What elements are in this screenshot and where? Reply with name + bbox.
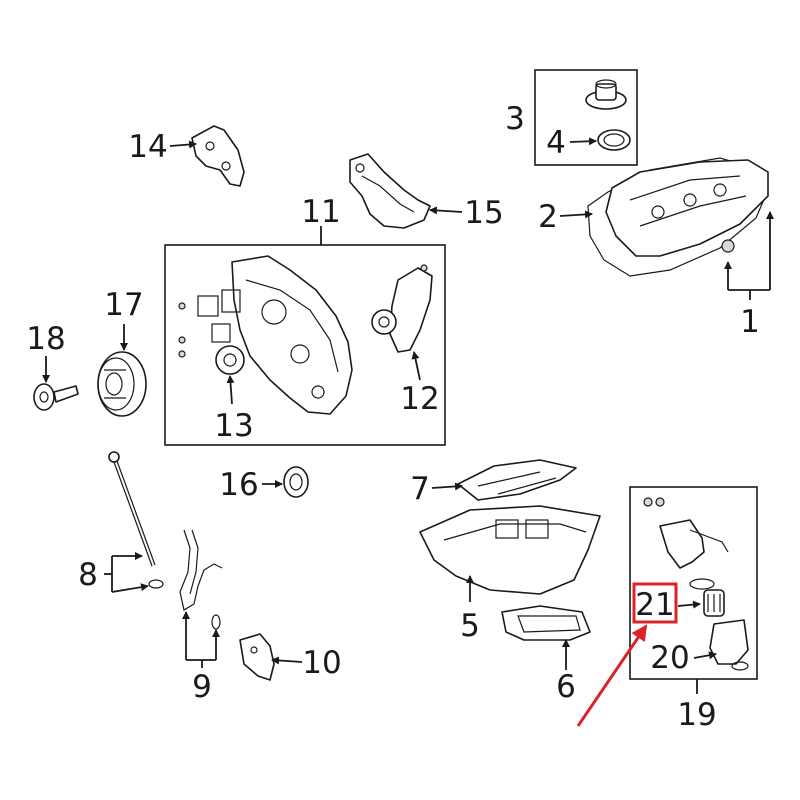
- part-19-filter-housing: [643, 497, 729, 590]
- part-13-pump: [215, 345, 245, 375]
- leader-20: [693, 651, 717, 660]
- part-20-filter-cap: [709, 619, 749, 671]
- callout-10: 10: [302, 645, 341, 681]
- group-box-3-4: [534, 69, 638, 166]
- callout-14: 14: [128, 129, 167, 165]
- leader-9: [182, 611, 220, 668]
- group-box-11: [164, 244, 446, 446]
- part-2-valve-cover: [587, 157, 769, 277]
- callout-7: 7: [410, 471, 430, 507]
- part-8-dipstick: [108, 451, 164, 589]
- part-4-gasket: [597, 129, 631, 151]
- callout-9: 9: [192, 669, 212, 705]
- callout-4: 4: [546, 125, 566, 161]
- leader-1: [724, 211, 774, 300]
- leader-21: [677, 600, 701, 609]
- leader-13: [226, 375, 235, 405]
- callout-15: 15: [464, 195, 503, 231]
- part-11-timing-cover: [178, 255, 353, 415]
- leader-15: [429, 206, 463, 215]
- callout-18: 18: [26, 321, 65, 357]
- highlight-box-21: [632, 582, 678, 624]
- part-5-oil-pan: [419, 505, 601, 595]
- callout-17: 17: [104, 287, 143, 323]
- callout-6: 6: [556, 669, 576, 705]
- part-10-bracket: [239, 633, 275, 681]
- callout-11: 11: [301, 194, 340, 230]
- part-17-crank-pulley: [97, 351, 147, 417]
- callout-19: 19: [677, 697, 716, 733]
- callout-2: 2: [538, 199, 558, 235]
- callout-13: 13: [214, 408, 253, 444]
- callout-12: 12: [400, 381, 439, 417]
- leader-7: [431, 482, 463, 491]
- leader-2: [559, 210, 593, 219]
- leader-14: [169, 140, 197, 149]
- callout-5: 5: [460, 608, 480, 644]
- part-18-bolt: [33, 383, 79, 411]
- group-box-19: [629, 486, 758, 680]
- callout-3: 3: [505, 101, 525, 137]
- highlight-arrow: [576, 624, 648, 727]
- part-6-pan-gasket: [501, 605, 591, 641]
- part-21-filter-element: [703, 589, 725, 617]
- callout-20: 20: [650, 640, 689, 676]
- part-14-bracket: [191, 125, 245, 187]
- callout-16: 16: [219, 467, 258, 503]
- part-16-seal: [283, 466, 309, 498]
- callout-1: 1: [740, 304, 760, 340]
- part-3-oil-cap: [585, 79, 627, 110]
- leader-8: [104, 552, 149, 593]
- callout-8: 8: [78, 557, 98, 593]
- part-12-pump: [371, 264, 433, 353]
- leader-4: [569, 137, 597, 146]
- callout-21: 21: [635, 587, 674, 623]
- part-7-baffle: [457, 459, 577, 501]
- leader-12: [411, 351, 421, 381]
- part-15-cover: [349, 153, 431, 229]
- leader-10: [271, 656, 303, 665]
